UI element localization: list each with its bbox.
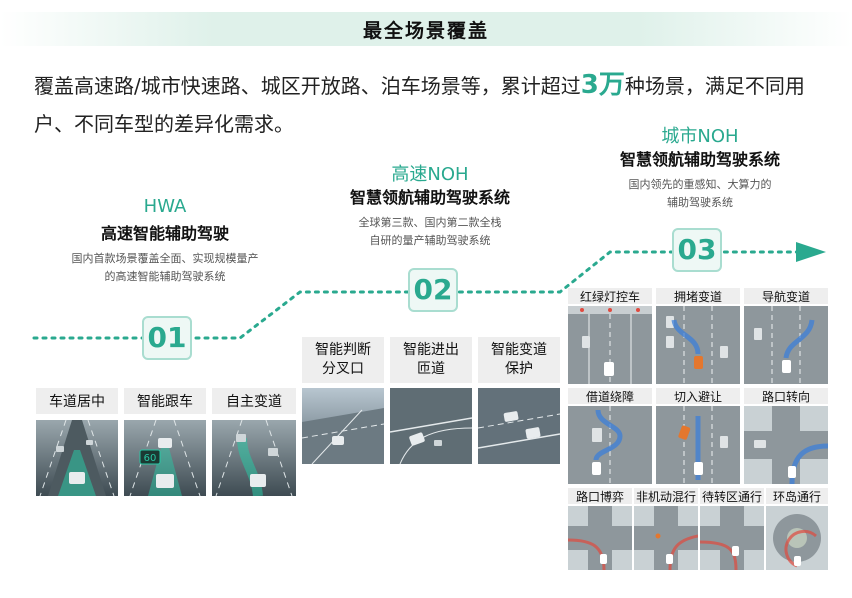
scene-label-navigation-lane-change: 导航变道 <box>744 288 828 304</box>
scene-label-lane-change-protection: 智能变道 保护 <box>478 337 560 383</box>
scene-label-intersection-game: 路口博弈 <box>568 488 632 504</box>
scene-image-ramp-in-out <box>390 388 472 464</box>
stage-1-name: HWA <box>143 196 187 217</box>
speed-sign-text: 60 <box>144 453 157 464</box>
scene-label-fork-judgment: 智能判断 分叉口 <box>302 337 384 383</box>
arrow-right-icon <box>796 242 826 262</box>
stage-3-desc-line1: 国内领先的重感知、大算力的 <box>628 178 772 191</box>
scene-label-congestion-lane-change: 拥堵变道 <box>656 288 740 304</box>
stage-3-subtitle: 智慧领航辅助驾驶系统 <box>619 150 780 169</box>
stage-1-number: 01 <box>142 316 192 360</box>
scene-label-auto-lane-change: 自主变道 <box>212 388 296 414</box>
scene-image-intersection-turn <box>744 406 828 484</box>
scene-image-waiting-zone <box>700 506 764 570</box>
scene-label-cut-in-yield: 切入避让 <box>656 388 740 404</box>
stage-2-number: 02 <box>408 268 458 312</box>
scene-image-roundabout <box>766 506 828 570</box>
scene-image-navigation-lane-change <box>744 306 828 384</box>
scene-label-non-motor-mixed: 非机动混行 <box>634 488 698 504</box>
scene-image-cut-in-yield <box>656 406 740 484</box>
intro-text-after: 种场景，满足不同用户、不同车型的差异化需求。 <box>34 74 805 136</box>
intro-highlight: 3万 <box>580 70 625 100</box>
page-title: 最全场景覆盖 <box>362 20 489 42</box>
scene-label-lane-centering: 车道居中 <box>36 388 118 414</box>
scene-image-adaptive-following: 60 <box>124 420 206 496</box>
scene-label-roundabout: 环岛通行 <box>766 488 828 504</box>
scene-image-obstacle-bypass <box>568 406 652 484</box>
scene-image-fork-judgment <box>302 388 384 464</box>
scene-label-waiting-zone: 待转区通行 <box>700 488 764 504</box>
stage-2-name: 高速NOH <box>391 164 469 185</box>
scene-image-auto-lane-change <box>212 420 296 496</box>
stage-3-name: 城市NOH <box>661 126 739 147</box>
stage-3-desc-line2: 辅助驾驶系统 <box>667 196 733 209</box>
scene-image-congestion-lane-change <box>656 306 740 384</box>
stage-1-desc-line2: 的高速智能辅助驾驶系统 <box>104 270 226 283</box>
stage-2-desc-line2: 自研的量产辅助驾驶系统 <box>369 234 491 247</box>
scene-label-traffic-light-control: 红绿灯控车 <box>568 288 652 304</box>
intro-text-before: 覆盖高速路/城市快速路、城区开放路、泊车场景等，累计超过 <box>34 74 581 98</box>
scene-label-intersection-turn: 路口转向 <box>744 388 828 404</box>
intro-paragraph: 覆盖高速路/城市快速路、城区开放路、泊车场景等，累计超过3万种场景，满足不同用户… <box>34 66 834 143</box>
scene-image-traffic-light-control <box>568 306 652 384</box>
stage-1-subtitle: 高速智能辅助驾驶 <box>100 224 229 243</box>
scene-label-adaptive-following: 智能跟车 <box>124 388 206 414</box>
scene-label-obstacle-bypass: 借道绕障 <box>568 388 652 404</box>
stage-2-subtitle: 智慧领航辅助驾驶系统 <box>349 188 510 207</box>
stage-3-number: 03 <box>672 228 722 272</box>
scene-image-non-motor-mixed <box>634 506 698 570</box>
title-banner <box>0 12 852 46</box>
scene-label-ramp-in-out: 智能进出 匝道 <box>390 337 472 383</box>
scene-image-lane-centering <box>36 420 118 496</box>
scene-image-lane-change-protection <box>478 388 560 464</box>
stage-2-desc-line1: 全球第三款、国内第二款全栈 <box>358 216 502 229</box>
scene-image-intersection-game <box>568 506 632 570</box>
stage-1-desc-line1: 国内首款场景覆盖全面、实现规模量产 <box>71 252 259 265</box>
